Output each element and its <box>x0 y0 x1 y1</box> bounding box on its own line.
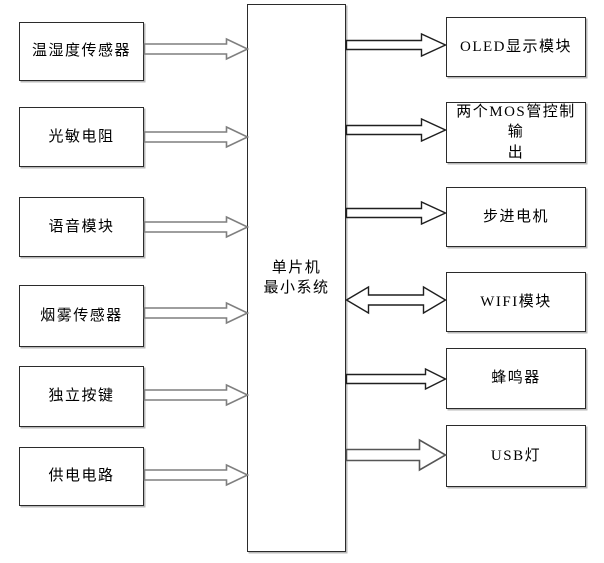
box-label: 单片机 最小系统 <box>263 259 330 296</box>
arrow-mcu-to-stepper-motor <box>345 200 448 226</box>
box-mos-control-output: 两个MOS管控制输 出 <box>446 102 586 163</box>
box-buzzer: 蜂鸣器 <box>446 348 586 409</box>
box-photoresistor: 光敏电阻 <box>19 107 144 167</box>
box-independent-button: 独立按键 <box>19 366 144 427</box>
box-temperature-humidity-sensor: 温湿度传感器 <box>19 22 144 81</box>
box-usb-light: USB灯 <box>446 425 586 487</box>
arrow-power-supply-to-mcu <box>143 463 250 487</box>
arrow-mcu-wifi-bidirectional <box>345 285 447 315</box>
box-voice-module: 语音模块 <box>19 197 144 257</box>
arrow-independent-button-to-mcu <box>143 383 250 407</box>
box-label: 语音模块 <box>48 218 115 235</box>
arrow-mcu-to-mos-output <box>345 117 448 143</box>
box-label: 两个MOS管控制输 出 <box>456 104 576 161</box>
box-label: 步进电机 <box>482 208 549 225</box>
box-label: 光敏电阻 <box>48 128 115 145</box>
box-label: USB灯 <box>490 447 542 464</box>
box-label: WIFI模块 <box>480 293 552 310</box>
arrow-temp-humidity-to-mcu <box>143 37 250 61</box>
box-label: 烟雾传感器 <box>40 307 123 324</box>
box-label: 独立按键 <box>48 388 115 405</box>
arrow-voice-module-to-mcu <box>143 215 250 239</box>
box-label: 温湿度传感器 <box>31 43 131 60</box>
box-label: OLED显示模块 <box>460 38 572 55</box>
box-smoke-sensor: 烟雾传感器 <box>19 285 144 347</box>
box-mcu-minimum-system: 单片机 最小系统 <box>247 4 346 552</box>
box-label: 供电电路 <box>48 468 115 485</box>
box-stepper-motor: 步进电机 <box>446 187 586 247</box>
arrow-photoresistor-to-mcu <box>143 125 250 149</box>
box-power-supply-circuit: 供电电路 <box>19 447 144 506</box>
arrow-mcu-to-buzzer <box>345 367 448 391</box>
box-wifi-module: WIFI模块 <box>446 272 586 332</box>
box-oled-display-module: OLED显示模块 <box>446 17 586 77</box>
box-label: 蜂鸣器 <box>491 370 541 387</box>
arrow-mcu-to-oled <box>345 32 448 58</box>
arrow-mcu-to-usb-light <box>345 438 448 472</box>
arrow-smoke-sensor-to-mcu <box>143 301 250 325</box>
